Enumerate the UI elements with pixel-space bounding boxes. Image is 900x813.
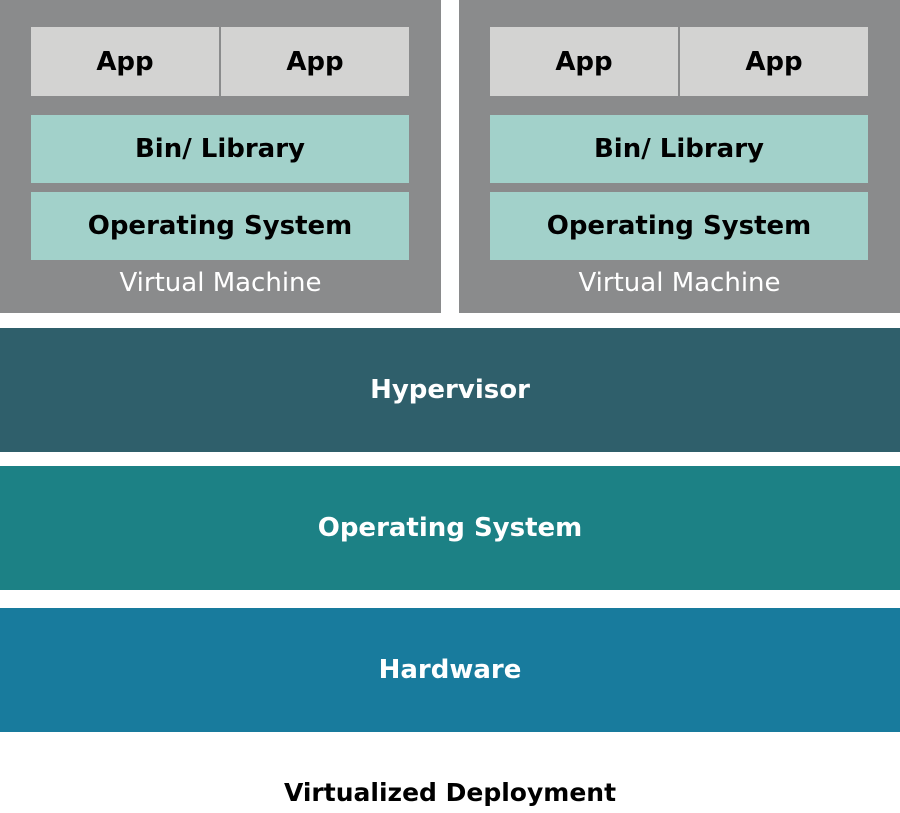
vm-label: Virtual Machine bbox=[578, 268, 781, 298]
virtual-machine-1: App App Bin/ Library Operating System Vi… bbox=[0, 0, 441, 313]
app-box: App bbox=[680, 27, 868, 96]
diagram-caption: Virtualized Deployment bbox=[283, 778, 617, 807]
app-box: App bbox=[490, 27, 678, 96]
app-box: App bbox=[31, 27, 219, 96]
app-box: App bbox=[221, 27, 409, 96]
guest-os-box: Operating System bbox=[31, 192, 409, 260]
guest-os-box: Operating System bbox=[490, 192, 868, 260]
hardware-layer: Hardware bbox=[0, 608, 900, 732]
hypervisor-layer: Hypervisor bbox=[0, 328, 900, 452]
virtual-machine-2: App App Bin/ Library Operating System Vi… bbox=[459, 0, 900, 313]
app-row: App App bbox=[490, 27, 868, 96]
app-row: App App bbox=[31, 27, 409, 96]
vm-label: Virtual Machine bbox=[119, 268, 322, 298]
host-os-layer: Operating System bbox=[0, 466, 900, 590]
bin-library-box: Bin/ Library bbox=[31, 115, 409, 183]
bin-library-box: Bin/ Library bbox=[490, 115, 868, 183]
